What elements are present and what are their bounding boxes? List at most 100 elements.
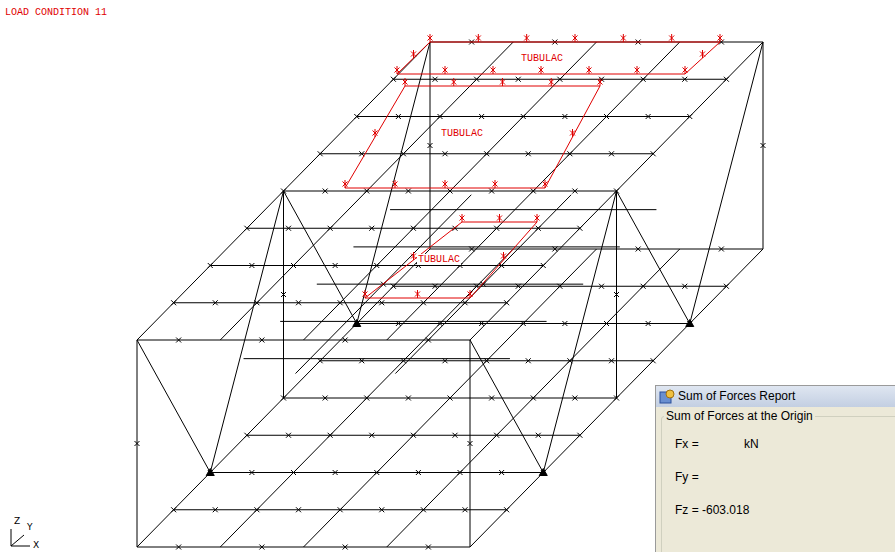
member-line (426, 338, 431, 343)
member-line (535, 216, 540, 221)
plane-label: TUBULAC (440, 128, 484, 139)
field-label: Fx = (673, 437, 701, 451)
member-line (137, 340, 210, 473)
member-line (403, 80, 408, 85)
member-line (614, 292, 619, 297)
member-line (174, 509, 507, 510)
member-line (174, 302, 507, 303)
member-line (286, 226, 291, 231)
member-line (333, 263, 338, 268)
member-line (280, 321, 546, 322)
member-line (682, 77, 687, 82)
member-line (249, 470, 254, 475)
member-line (572, 396, 577, 401)
member-line (415, 292, 420, 297)
member-line (416, 470, 421, 475)
member-line (453, 433, 458, 438)
member-line (379, 507, 384, 512)
member-line (403, 80, 408, 85)
member-line (562, 114, 567, 119)
member-line (296, 300, 301, 305)
member-line (443, 151, 448, 156)
member-line (406, 189, 411, 194)
member-line (406, 189, 411, 194)
member-line (489, 189, 494, 194)
member-line (176, 545, 181, 550)
member-line (562, 321, 567, 326)
member-line (451, 80, 456, 85)
member-line (176, 338, 181, 343)
member-line (719, 247, 724, 252)
report-dialog: Sum of Forces ReportSum of Forces at the… (655, 385, 895, 552)
member-line (357, 323, 690, 324)
member-line (249, 470, 254, 475)
member-line (646, 321, 651, 326)
member-line (646, 114, 651, 119)
member-line (320, 153, 653, 154)
member-line (718, 36, 723, 41)
group-heading: Sum of Forces at the Origin (664, 409, 815, 423)
member-line (443, 68, 448, 73)
member-line (443, 182, 448, 187)
member-line (463, 300, 468, 305)
member-line (453, 433, 458, 438)
member-line (572, 189, 577, 194)
member-line (489, 396, 494, 401)
member-line (369, 433, 374, 438)
member-line (259, 338, 264, 343)
member-line (493, 182, 498, 187)
member-line (176, 545, 181, 550)
member-line (443, 68, 448, 73)
member-line (491, 68, 496, 73)
member-line (500, 80, 505, 85)
member-line (247, 228, 580, 229)
member-line (536, 226, 541, 231)
support-symbol (206, 469, 214, 476)
member-line (761, 143, 766, 148)
member-line (357, 42, 430, 324)
load-markers (343, 34, 723, 298)
member-line (463, 507, 468, 512)
member-line (493, 182, 498, 187)
member-line (463, 300, 468, 305)
member-line (333, 263, 338, 268)
member-line (428, 36, 433, 41)
support-symbol (686, 320, 694, 327)
member-line (357, 116, 690, 117)
member-line (468, 441, 473, 446)
support-symbol (353, 320, 361, 327)
member-line (284, 191, 617, 192)
plane-label: TUBULAC (417, 254, 461, 265)
member-line (213, 300, 218, 305)
member-line (393, 286, 726, 287)
member-line (524, 36, 529, 41)
member-line (479, 114, 484, 119)
member-line (526, 151, 531, 156)
field-label: Fy = (673, 470, 701, 484)
member-line (249, 263, 254, 268)
member-line (549, 80, 554, 85)
member-line (526, 358, 531, 363)
member-line (396, 114, 401, 119)
member-line (296, 507, 301, 512)
member-line (210, 265, 543, 266)
load-condition-title: LOAD CONDITION 11 (5, 7, 107, 18)
tubulac-plane: TUBULAC (397, 42, 720, 74)
member-line (281, 292, 286, 297)
member-line (536, 433, 541, 438)
member-line (543, 191, 616, 473)
member-line (396, 114, 401, 119)
member-line (284, 398, 617, 399)
member-line (416, 470, 421, 475)
member-line (426, 545, 431, 550)
member-line (259, 545, 264, 550)
member-line (669, 36, 674, 41)
member-line (646, 114, 651, 119)
member-line (489, 396, 494, 401)
member-line (682, 77, 687, 82)
member-line (249, 263, 254, 268)
member-line (137, 340, 470, 341)
member-line (614, 292, 619, 297)
member-line (587, 68, 592, 73)
member-line (281, 292, 286, 297)
